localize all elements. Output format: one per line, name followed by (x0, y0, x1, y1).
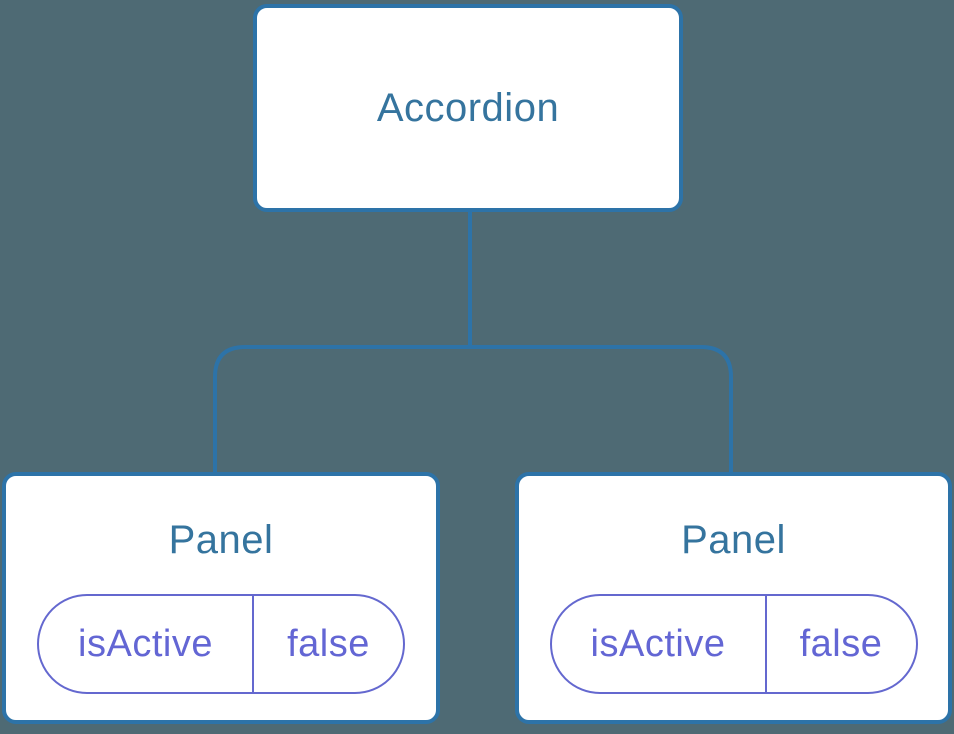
children-bracket (213, 345, 733, 474)
child-component-node-2: Panel isActive false (515, 472, 952, 724)
child-component-label: Panel (168, 518, 274, 562)
root-component-label: Accordion (376, 86, 560, 130)
state-value: false (799, 622, 883, 665)
child-component-node-1: Panel isActive false (2, 472, 440, 724)
root-component-node: Accordion (253, 4, 683, 212)
state-pill: isActive false (549, 594, 918, 694)
state-key: isActive (39, 596, 254, 692)
state-value: false (287, 622, 370, 665)
child-component-label: Panel (681, 518, 786, 562)
state-pill: isActive false (37, 594, 405, 694)
state-key: isActive (552, 596, 767, 692)
